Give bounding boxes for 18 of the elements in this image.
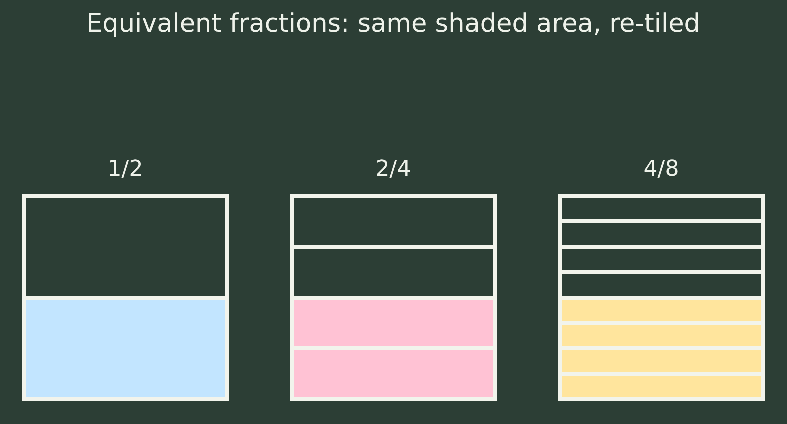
shaded-strip — [560, 348, 763, 374]
fraction-label: 4/8 — [644, 156, 680, 184]
fraction-label: 1/2 — [108, 156, 144, 184]
fraction-label: 2/4 — [376, 156, 412, 184]
shaded-strip — [560, 298, 763, 323]
unshaded-strip — [560, 221, 763, 247]
unshaded-strip — [292, 196, 495, 247]
diagram-title: Equivalent fractions: same shaded area, re-tiled — [86, 9, 702, 39]
unshaded-strip — [560, 196, 763, 222]
unshaded-strip — [24, 196, 227, 298]
shaded-strip — [560, 374, 763, 399]
unshaded-strip — [560, 272, 763, 298]
unshaded-strip — [292, 246, 495, 298]
unshaded-strip — [560, 246, 763, 272]
shaded-strip — [292, 298, 495, 348]
shaded-strip — [560, 322, 763, 348]
shaded-strip — [24, 298, 227, 399]
shaded-strip — [292, 348, 495, 399]
